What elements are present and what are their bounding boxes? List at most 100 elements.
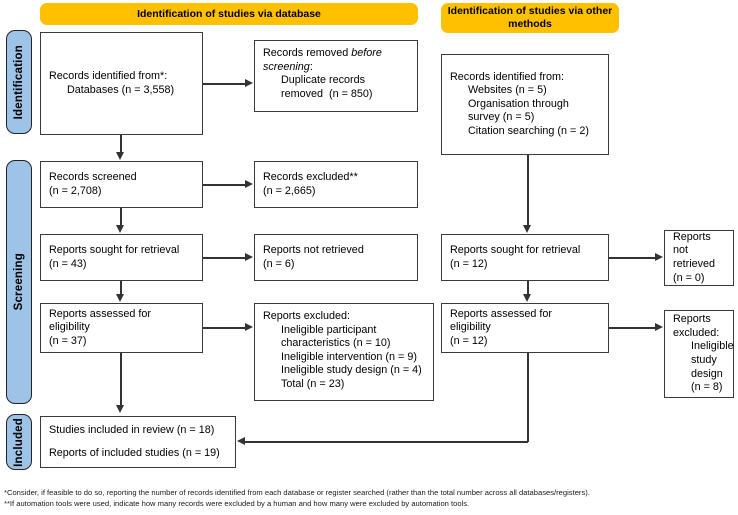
- arrowhead-sought-to-not-retrieved: [245, 253, 253, 262]
- other-records-identified-line4: survey (n = 5): [468, 111, 535, 124]
- reports-not-retrieved-line1: Reports not retrieved: [263, 243, 364, 256]
- node-reports-sought-database: Reports sought for retrieval (n = 43): [40, 234, 203, 281]
- records-identified-line2: Databases (n = 3,558): [67, 83, 175, 96]
- footnote-2: **If automation tools were used, indicat…: [4, 498, 470, 508]
- connector-screened-to-excluded: [203, 184, 246, 186]
- arrowhead-other-sought-to-not-retrieved: [655, 253, 663, 262]
- connector-screened-to-reports-sought: [120, 208, 122, 226]
- other-reports-excluded-line1: Reports: [673, 313, 711, 326]
- other-reports-assessed-line1: Reports assessed for: [450, 307, 553, 320]
- phase-label-screening: Screening: [13, 253, 25, 311]
- other-records-identified-line5: Citation searching (n = 2): [468, 124, 589, 137]
- other-reports-excluded-line6: (n = 8): [691, 381, 723, 394]
- arrowhead-other-identified-to-sought: [523, 225, 532, 233]
- records-removed-line2b: :: [309, 60, 313, 73]
- other-reports-not-retrieved-line3: (n = 0): [673, 271, 705, 284]
- banner-identification-other-methods: Identification of studies via other meth…: [441, 3, 619, 33]
- arrowhead-screened-to-excluded: [245, 180, 253, 189]
- other-reports-assessed-line2: eligibility: [450, 321, 491, 334]
- arrowhead-other-sought-to-assessed: [523, 294, 532, 302]
- node-studies-included: Studies included in review (n = 18) Repo…: [40, 416, 236, 468]
- connector-other-sought-to-not-retrieved: [609, 257, 656, 259]
- connector-other-assessed-to-included-horizontal: [245, 441, 528, 443]
- reports-excluded-line3: characteristics (n = 10): [281, 337, 391, 350]
- reports-excluded-line4: Ineligible intervention (n = 9): [281, 350, 417, 363]
- other-reports-excluded-line2: excluded:: [673, 326, 720, 339]
- arrowhead-identified-to-screened: [116, 152, 125, 160]
- phase-label-identification: Identification: [13, 44, 25, 120]
- phase-bar-identification: Identification: [6, 30, 32, 134]
- node-reports-not-retrieved-other-methods: Reports not retrieved (n = 0): [664, 230, 734, 286]
- records-removed-line1a: Records removed: [263, 47, 352, 59]
- banner-database-label: Identification of studies via database: [137, 7, 321, 20]
- records-screened-line2: (n = 2,708): [49, 184, 102, 197]
- node-records-identified-database: Records identified from*: Databases (n =…: [40, 32, 203, 135]
- node-records-removed-before-screening: Records removed before screening: Duplic…: [254, 40, 418, 112]
- reports-excluded-line2: Ineligible participant: [281, 323, 377, 336]
- reports-excluded-line6: Total (n = 23): [281, 377, 345, 390]
- connector-other-assessed-to-excluded: [609, 327, 656, 329]
- connector-sought-to-assessed: [120, 281, 122, 295]
- node-records-screened: Records screened (n = 2,708): [40, 161, 203, 208]
- arrowhead-assessed-to-excluded: [245, 323, 253, 332]
- records-identified-line1: Records identified from*:: [49, 69, 168, 82]
- reports-sought-line2: (n = 43): [49, 257, 87, 270]
- records-excluded-line1: Records excluded**: [263, 170, 358, 183]
- records-removed-line4: removed (n = 850): [281, 87, 373, 100]
- other-records-identified-line3: Organisation through: [468, 97, 569, 110]
- footnotes: *Consider, if feasible to do so, reporti…: [4, 488, 736, 509]
- other-records-identified-line1: Records identified from:: [450, 70, 565, 83]
- node-reports-assessed-other-methods: Reports assessed for eligibility (n = 12…: [441, 303, 609, 353]
- connector-assessed-to-included: [120, 353, 122, 406]
- records-removed-line3: Duplicate records: [281, 74, 366, 87]
- node-reports-assessed-database: Reports assessed for eligibility (n = 37…: [40, 303, 203, 353]
- node-reports-excluded-database: Reports excluded: Ineligible participant…: [254, 303, 434, 401]
- node-records-excluded: Records excluded** (n = 2,665): [254, 161, 418, 208]
- reports-assessed-line3: (n = 37): [49, 334, 87, 347]
- other-reports-assessed-line3: (n = 12): [450, 334, 488, 347]
- records-excluded-line2: (n = 2,665): [263, 184, 316, 197]
- connector-assessed-to-excluded: [203, 327, 246, 329]
- included-line1: Studies included in review (n = 18): [49, 423, 215, 436]
- records-screened-line1: Records screened: [49, 170, 137, 183]
- connector-other-assessed-to-included-vertical: [527, 353, 529, 442]
- included-line2: Reports of included studies (n = 19): [49, 446, 220, 459]
- other-reports-not-retrieved-line1: Reports not: [673, 230, 714, 257]
- phase-bar-included: Included: [6, 414, 32, 470]
- arrowhead-assessed-to-included: [116, 405, 125, 413]
- arrowhead-other-assessed-to-included: [237, 437, 245, 446]
- reports-sought-line1: Reports sought for retrieval: [49, 243, 180, 256]
- footnote-1: *Consider, if feasible to do so, reporti…: [4, 488, 590, 497]
- records-removed-line1-emph: before: [351, 47, 382, 59]
- node-records-identified-other-methods: Records identified from: Websites (n = 5…: [441, 54, 609, 155]
- connector-identified-to-screened: [120, 135, 122, 153]
- reports-assessed-line1: Reports assessed for: [49, 307, 152, 320]
- other-reports-not-retrieved-line2: retrieved: [673, 258, 716, 270]
- arrowhead-identified-to-removed: [245, 79, 253, 88]
- arrowhead-screened-to-reports-sought: [116, 225, 125, 233]
- other-reports-sought-line2: (n = 12): [450, 257, 488, 270]
- arrowhead-other-assessed-to-excluded: [655, 323, 663, 332]
- records-removed-line2-emph: screening: [263, 60, 310, 73]
- phase-label-included: Included: [13, 417, 25, 467]
- other-reports-sought-line1: Reports sought for retrieval: [450, 243, 581, 256]
- connector-other-identified-to-sought: [527, 155, 529, 226]
- banner-identification-database: Identification of studies via database: [40, 3, 418, 25]
- connector-other-sought-to-assessed: [527, 281, 529, 295]
- reports-assessed-line2: eligibility: [49, 321, 90, 334]
- other-reports-excluded-line3: Ineligible: [691, 340, 734, 353]
- reports-not-retrieved-line2: (n = 6): [263, 257, 295, 270]
- reports-excluded-line5: Ineligible study design (n = 4): [281, 364, 422, 377]
- banner-other-methods-label: Identification of studies via other meth…: [447, 5, 613, 30]
- other-records-identified-line2: Websites (n = 5): [468, 84, 547, 97]
- connector-sought-to-not-retrieved: [203, 257, 246, 259]
- node-reports-excluded-other-methods: Reports excluded: Ineligible study desig…: [664, 310, 734, 398]
- other-reports-excluded-line4: study: [691, 354, 717, 366]
- phase-bar-screening: Screening: [6, 160, 32, 404]
- node-reports-sought-other-methods: Reports sought for retrieval (n = 12): [441, 234, 609, 281]
- reports-excluded-line1: Reports excluded:: [263, 310, 351, 322]
- arrowhead-sought-to-assessed: [116, 294, 125, 302]
- other-reports-excluded-line5: design: [691, 367, 723, 380]
- connector-identified-to-removed: [203, 83, 246, 85]
